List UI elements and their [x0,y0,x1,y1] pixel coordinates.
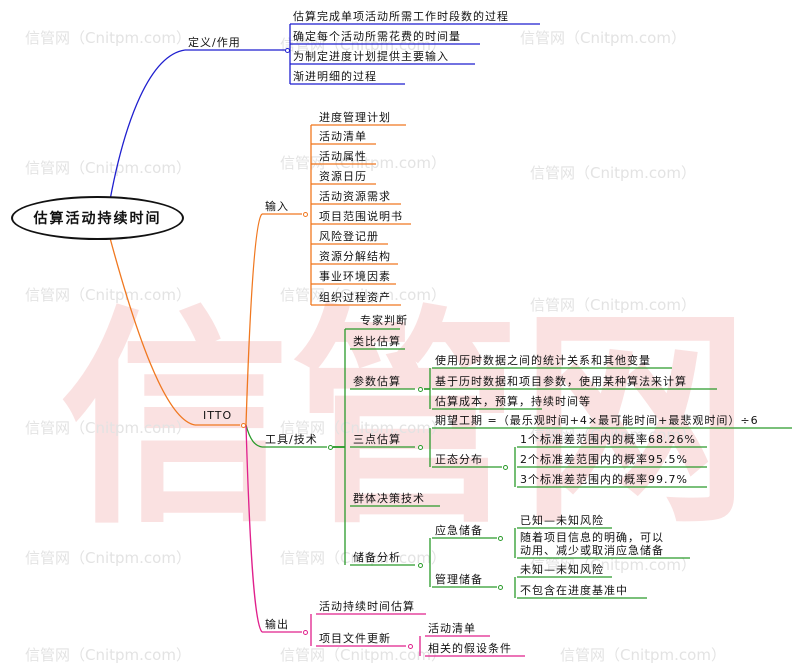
input-item: 活动属性 [319,150,367,163]
input-item: 资源日历 [319,170,367,183]
tool-expert: 专家判断 [360,314,408,327]
input-item: 事业环境因素 [319,270,391,283]
management-item: 不包含在进度基准中 [520,584,628,597]
management-label: 管理储备 [435,573,483,586]
update-item: 相关的假设条件 [428,642,512,655]
node-dot [417,444,423,450]
input-item: 组织过程资产 [319,291,391,304]
input-item: 资源分解结构 [319,250,391,263]
definition-item: 渐进明细的过程 [293,70,377,83]
input-item: 活动清单 [319,130,367,143]
parametric-item: 使用历时数据之间的统计关系和其他变量 [435,354,651,367]
input-item: 进度管理计划 [319,111,391,124]
definition-item: 估算完成单项活动所需工作时段数的过程 [293,10,509,23]
definition-label: 定义/作用 [188,36,241,49]
output-updates-label: 项目文件更新 [319,632,391,645]
node-dot [302,629,308,635]
node-dot [497,535,503,541]
connector-line [109,49,186,201]
root-title: 估算活动持续时间 [33,211,162,227]
parametric-item: 基于历时数据和项目参数，使用某种算法来计算 [435,375,687,388]
connector-line [245,424,263,633]
node-dot [417,386,423,392]
normal-item: 3个标准差范围内的概率99.7% [520,473,688,486]
update-item: 活动清单 [428,622,476,635]
output-duration: 活动持续时间估算 [319,600,415,613]
node-dot [302,211,308,217]
contingency-item: 随着项目信息的明确，可以 [520,531,664,544]
node-dot [417,562,423,568]
tool-three-point: 三点估算 [353,433,401,446]
itto-label: ITTO [203,409,233,422]
contingency-item: 已知—未知风险 [520,514,604,527]
normal-item: 1个标准差范围内的概率68.26% [520,433,696,446]
tool-group-decision: 群体决策技术 [353,492,425,505]
contingency-label: 应急储备 [435,524,483,537]
root-node: 估算活动持续时间 [11,196,184,240]
normal-distribution-label: 正态分布 [435,453,483,466]
input-item: 项目范围说明书 [319,210,403,223]
input-item: 活动资源需求 [319,190,391,203]
node-dot [497,584,503,590]
definition-item: 确定每个活动所需花费的时间量 [293,30,461,43]
connector-line [245,213,263,426]
contingency-item: 动用、减少或取消应急储备 [520,544,664,557]
node-dot [240,422,246,428]
tool-reserve-analysis: 储备分析 [353,551,401,564]
three-point-formula: 期望工期 =（最乐观时间+4×最可能时间+最悲观时间）÷6 [435,414,759,427]
tools-label: 工具/技术 [265,433,318,446]
tool-analogous: 类比估算 [353,335,401,348]
management-item: 未知—未知风险 [520,563,604,576]
parametric-item: 估算成本，预算，持续时间等 [435,395,591,408]
node-dot [327,444,333,450]
input-item: 风险登记册 [319,230,379,243]
node-dot [407,643,413,649]
connector-line [109,237,196,426]
normal-item: 2个标准差范围内的概率95.5% [520,453,688,466]
tool-parametric: 参数估算 [353,375,401,388]
definition-item: 为制定进度计划提供主要输入 [293,50,449,63]
connector-line [245,424,263,448]
node-dot [502,464,508,470]
outputs-label: 输出 [265,618,289,631]
node-dot [284,47,290,53]
inputs-label: 输入 [265,200,289,213]
